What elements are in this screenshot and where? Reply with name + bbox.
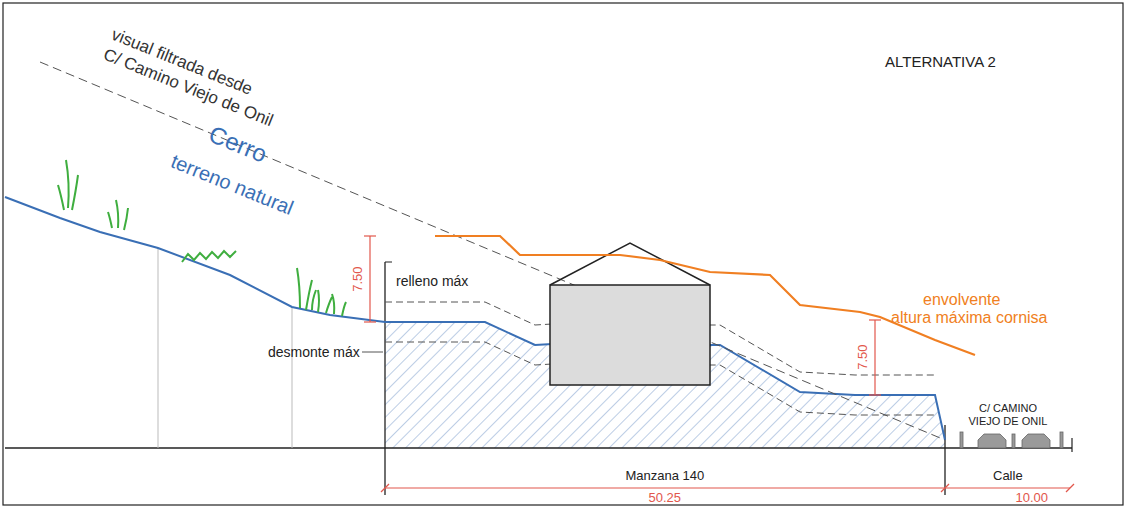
block-name: Manzana 140 (626, 469, 705, 483)
dimension-text: 50.25 (649, 491, 682, 505)
dimension-text: 7.50 (350, 266, 364, 291)
street-label: Calle (993, 469, 1023, 483)
dimension-text: 10.00 (1016, 491, 1049, 505)
drawing-title: ALTERNATIVA 2 (885, 54, 996, 71)
street-name: VIEJO DE ONIL (969, 415, 1048, 427)
envelope-label: envolvente (923, 291, 1000, 309)
street-name: C/ CAMINO (979, 402, 1037, 414)
envelope-label: altura máxima cornisa (891, 309, 1048, 327)
cut-label: desmonte máx (268, 345, 360, 360)
dimension-text: 7.50 (855, 344, 869, 369)
terrain-label: terreno natural (168, 150, 297, 219)
fill-label: relleno máx (396, 274, 468, 289)
